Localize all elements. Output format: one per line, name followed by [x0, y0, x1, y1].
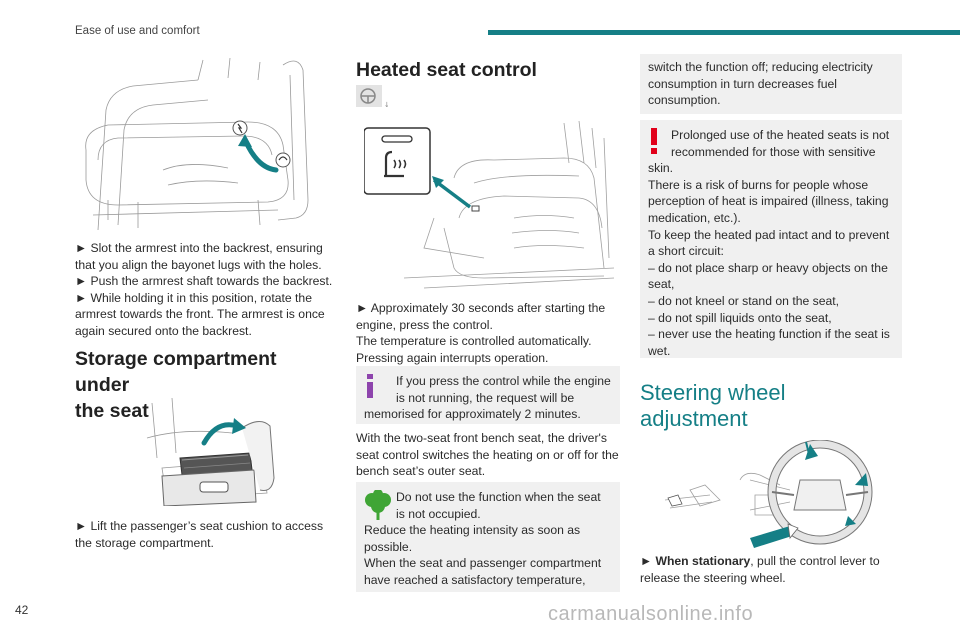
running-header: Ease of use and comfort	[75, 25, 200, 37]
warning-item-sharp-objects: – do not place sharp or heavy objects on…	[648, 260, 888, 292]
info-note-line-3: memorised for approximately 2 minutes.	[364, 407, 581, 422]
eco-note-line-2: is not occupied.	[396, 506, 481, 521]
info-note-line-2: is not running, the request will be	[396, 390, 575, 405]
armrest-steps: ► Slot the armrest into the backrest, en…	[75, 240, 335, 340]
storage-heading: Storage compartment under the seat	[75, 348, 277, 422]
steering-wheel-illustration	[664, 440, 873, 548]
interrupt-text: Pressing again interrupts operation.	[356, 350, 549, 365]
steering-instruction: ► When stationary, pull the control leve…	[640, 554, 880, 585]
eco-note-line-4: When the seat and passenger compartment …	[364, 556, 602, 587]
heated-seat-instructions: ► Approximately 30 seconds after startin…	[356, 300, 620, 366]
warning-text-burns: There is a risk of burns for people whos…	[648, 177, 889, 225]
armrest-step-1: ► Slot the armrest into the backrest, en…	[75, 241, 323, 272]
eco-note-continued-text: switch the function off; reducing electr…	[648, 60, 873, 108]
warning-item-liquids: – do not spill liquids onto the seat,	[648, 310, 832, 325]
heated-seat-step: ► Approximately 30 seconds after startin…	[356, 301, 606, 332]
eco-note-line-1: Do not use the function when the seat	[396, 490, 601, 504]
steering-bold-text: When stationary	[655, 554, 751, 568]
heated-seat-heading: Heated seat control	[356, 59, 537, 81]
steering-wheel-icon: ↓	[356, 85, 388, 109]
heated-seat-illustration	[364, 120, 615, 289]
warning-item-wet: – never use the heating function if the …	[648, 327, 890, 358]
bench-seat-text: With the two-seat front bench seat, the …	[356, 431, 619, 479]
info-icon	[367, 374, 373, 398]
steering-heading: Steering wheel adjustment	[640, 380, 786, 431]
watermark: carmanualsonline.info	[548, 603, 754, 625]
eco-note-line-3: Reduce the heating intensity as soon as …	[364, 523, 581, 554]
auto-control-text: The temperature is controlled automatica…	[356, 334, 592, 349]
info-note: If you press the control while the engin…	[356, 366, 620, 424]
storage-compartment-illustration	[146, 398, 275, 506]
armrest-step-2: ► Push the armrest shaft towards the bac…	[75, 274, 333, 289]
warning-note: Prolonged use of the heated seats is not…	[640, 120, 902, 358]
warning-body: skin. There is a risk of burns for peopl…	[648, 160, 896, 359]
warning-item-kneel: – do not kneel or stand on the seat,	[648, 293, 840, 308]
steering-rest-text: , pull the control lever to release the …	[640, 554, 880, 585]
storage-step: ► Lift the passenger’s seat cushion to a…	[75, 519, 324, 550]
page-number: 42	[15, 603, 29, 617]
warning-text-skin: skin.	[648, 161, 674, 176]
eco-note-continued: switch the function off; reducing electr…	[640, 54, 902, 114]
warning-line-1: Prolonged use of the heated seats is not	[671, 128, 890, 142]
header-accent-bar	[488, 30, 960, 35]
eco-note: Do not use the function when the seat is…	[356, 482, 620, 592]
warning-line-2: recommended for those with sensitive	[671, 144, 876, 159]
svg-text:↓: ↓	[384, 101, 388, 109]
armrest-illustration	[85, 57, 309, 231]
warning-exclamation-icon	[651, 128, 657, 154]
warning-text-short-circuit: To keep the heated pad intact and to pre…	[648, 227, 890, 259]
eco-leaf-icon	[365, 490, 391, 520]
info-note-line-1: If you press the control while the engin…	[396, 374, 611, 388]
armrest-step-3: ► While holding it in this position, rot…	[75, 290, 325, 338]
